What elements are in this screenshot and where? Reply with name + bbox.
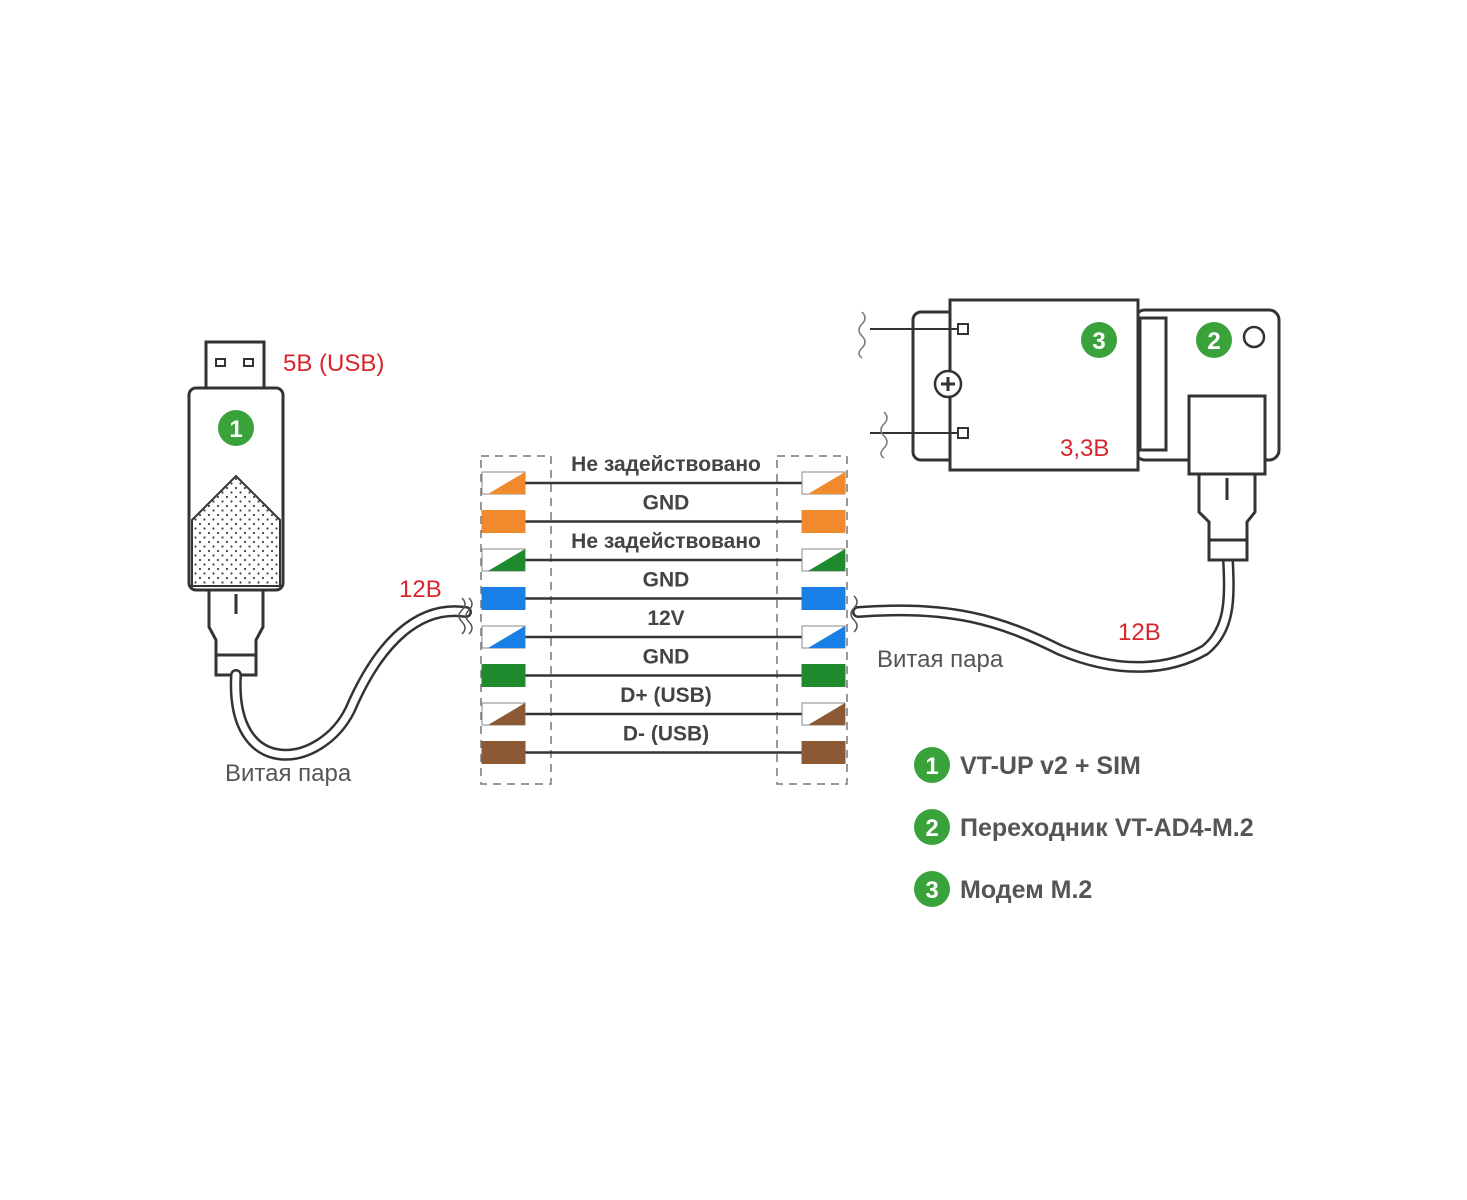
wire-right-color-block [801,741,846,764]
wire-label: Не задействовано [571,453,761,476]
modem-board: 3 3,3В [858,298,1140,472]
wire-right-color-block [801,625,846,649]
antenna-port-bottom [957,427,969,439]
wire-label: D+ (USB) [620,684,712,707]
wire-label: GND [643,569,690,592]
legend-item: 1 VT-UP v2 + SIM [914,747,1141,783]
antenna-port-top [957,323,969,335]
adapter-connector [1187,394,1267,476]
svg-text:2: 2 [925,815,938,842]
wire-right-color-block [801,471,846,495]
wire-label: Не задействовано [571,530,761,553]
usb-voltage-label: 5В (USB) [283,350,384,377]
wire-right-color-block [801,510,846,533]
wire-left-color-block [481,471,526,495]
left-cable: 12В Витая пара [225,576,473,787]
svg-text:3: 3 [925,877,938,904]
wire-left-color-block [481,510,526,533]
wire-left-color-block [481,625,526,649]
usb-plug-hole-left [215,358,226,367]
wire-left-color-block [481,548,526,572]
legend-text: Переходник VT-AD4-M.2 [960,814,1254,842]
wire-left-color-block [481,741,526,764]
wire-left-color-block [481,587,526,610]
usb-plug-hole-right [243,358,254,367]
legend-item: 3 Модем M.2 [914,871,1092,907]
wire-left-color-block [481,702,526,726]
wire-label: D- (USB) [623,723,709,746]
wire-label: 12V [647,607,684,630]
m2-slot [1138,316,1168,452]
right-cable: 12В Витая пара [850,554,1235,673]
svg-text:2: 2 [1207,328,1220,355]
svg-text:1: 1 [229,416,242,443]
screw-icon [933,369,963,399]
usb-badge: 1 [218,410,254,446]
right-cable-type-label: Витая пара [877,646,1004,673]
legend-item: 2 Переходник VT-AD4-M.2 [914,809,1254,845]
adapter-mount-hole [1242,325,1266,349]
usb-plug [204,340,266,392]
adapter-badge: 2 [1196,322,1232,358]
right-cable-voltage: 12В [1118,619,1161,646]
wire-right-color-block [801,702,846,726]
left-cable-type-label: Витая пара [225,760,352,787]
legend: 1 VT-UP v2 + SIM 2 Переходник VT-AD4-M.2… [914,747,1254,907]
wire-right-color-block [801,548,846,572]
wire-left-color-block [481,664,526,687]
modem-badge: 3 [1081,322,1117,358]
wire-right-color-block [801,664,846,687]
legend-text: VT-UP v2 + SIM [960,752,1141,780]
left-cable-voltage: 12В [399,576,442,603]
usb-dotted-panel [191,474,281,587]
svg-text:3: 3 [1092,328,1105,355]
svg-text:1: 1 [925,753,938,780]
adapter-board: 2 [1133,308,1281,562]
modem-voltage-label: 3,3В [1060,435,1109,462]
wire-right-color-block [801,587,846,610]
usb-device: 1 5В (USB) [187,340,384,677]
legend-text: Модем M.2 [960,876,1092,904]
wire-label: GND [643,646,690,669]
wire-label: GND [643,492,690,515]
